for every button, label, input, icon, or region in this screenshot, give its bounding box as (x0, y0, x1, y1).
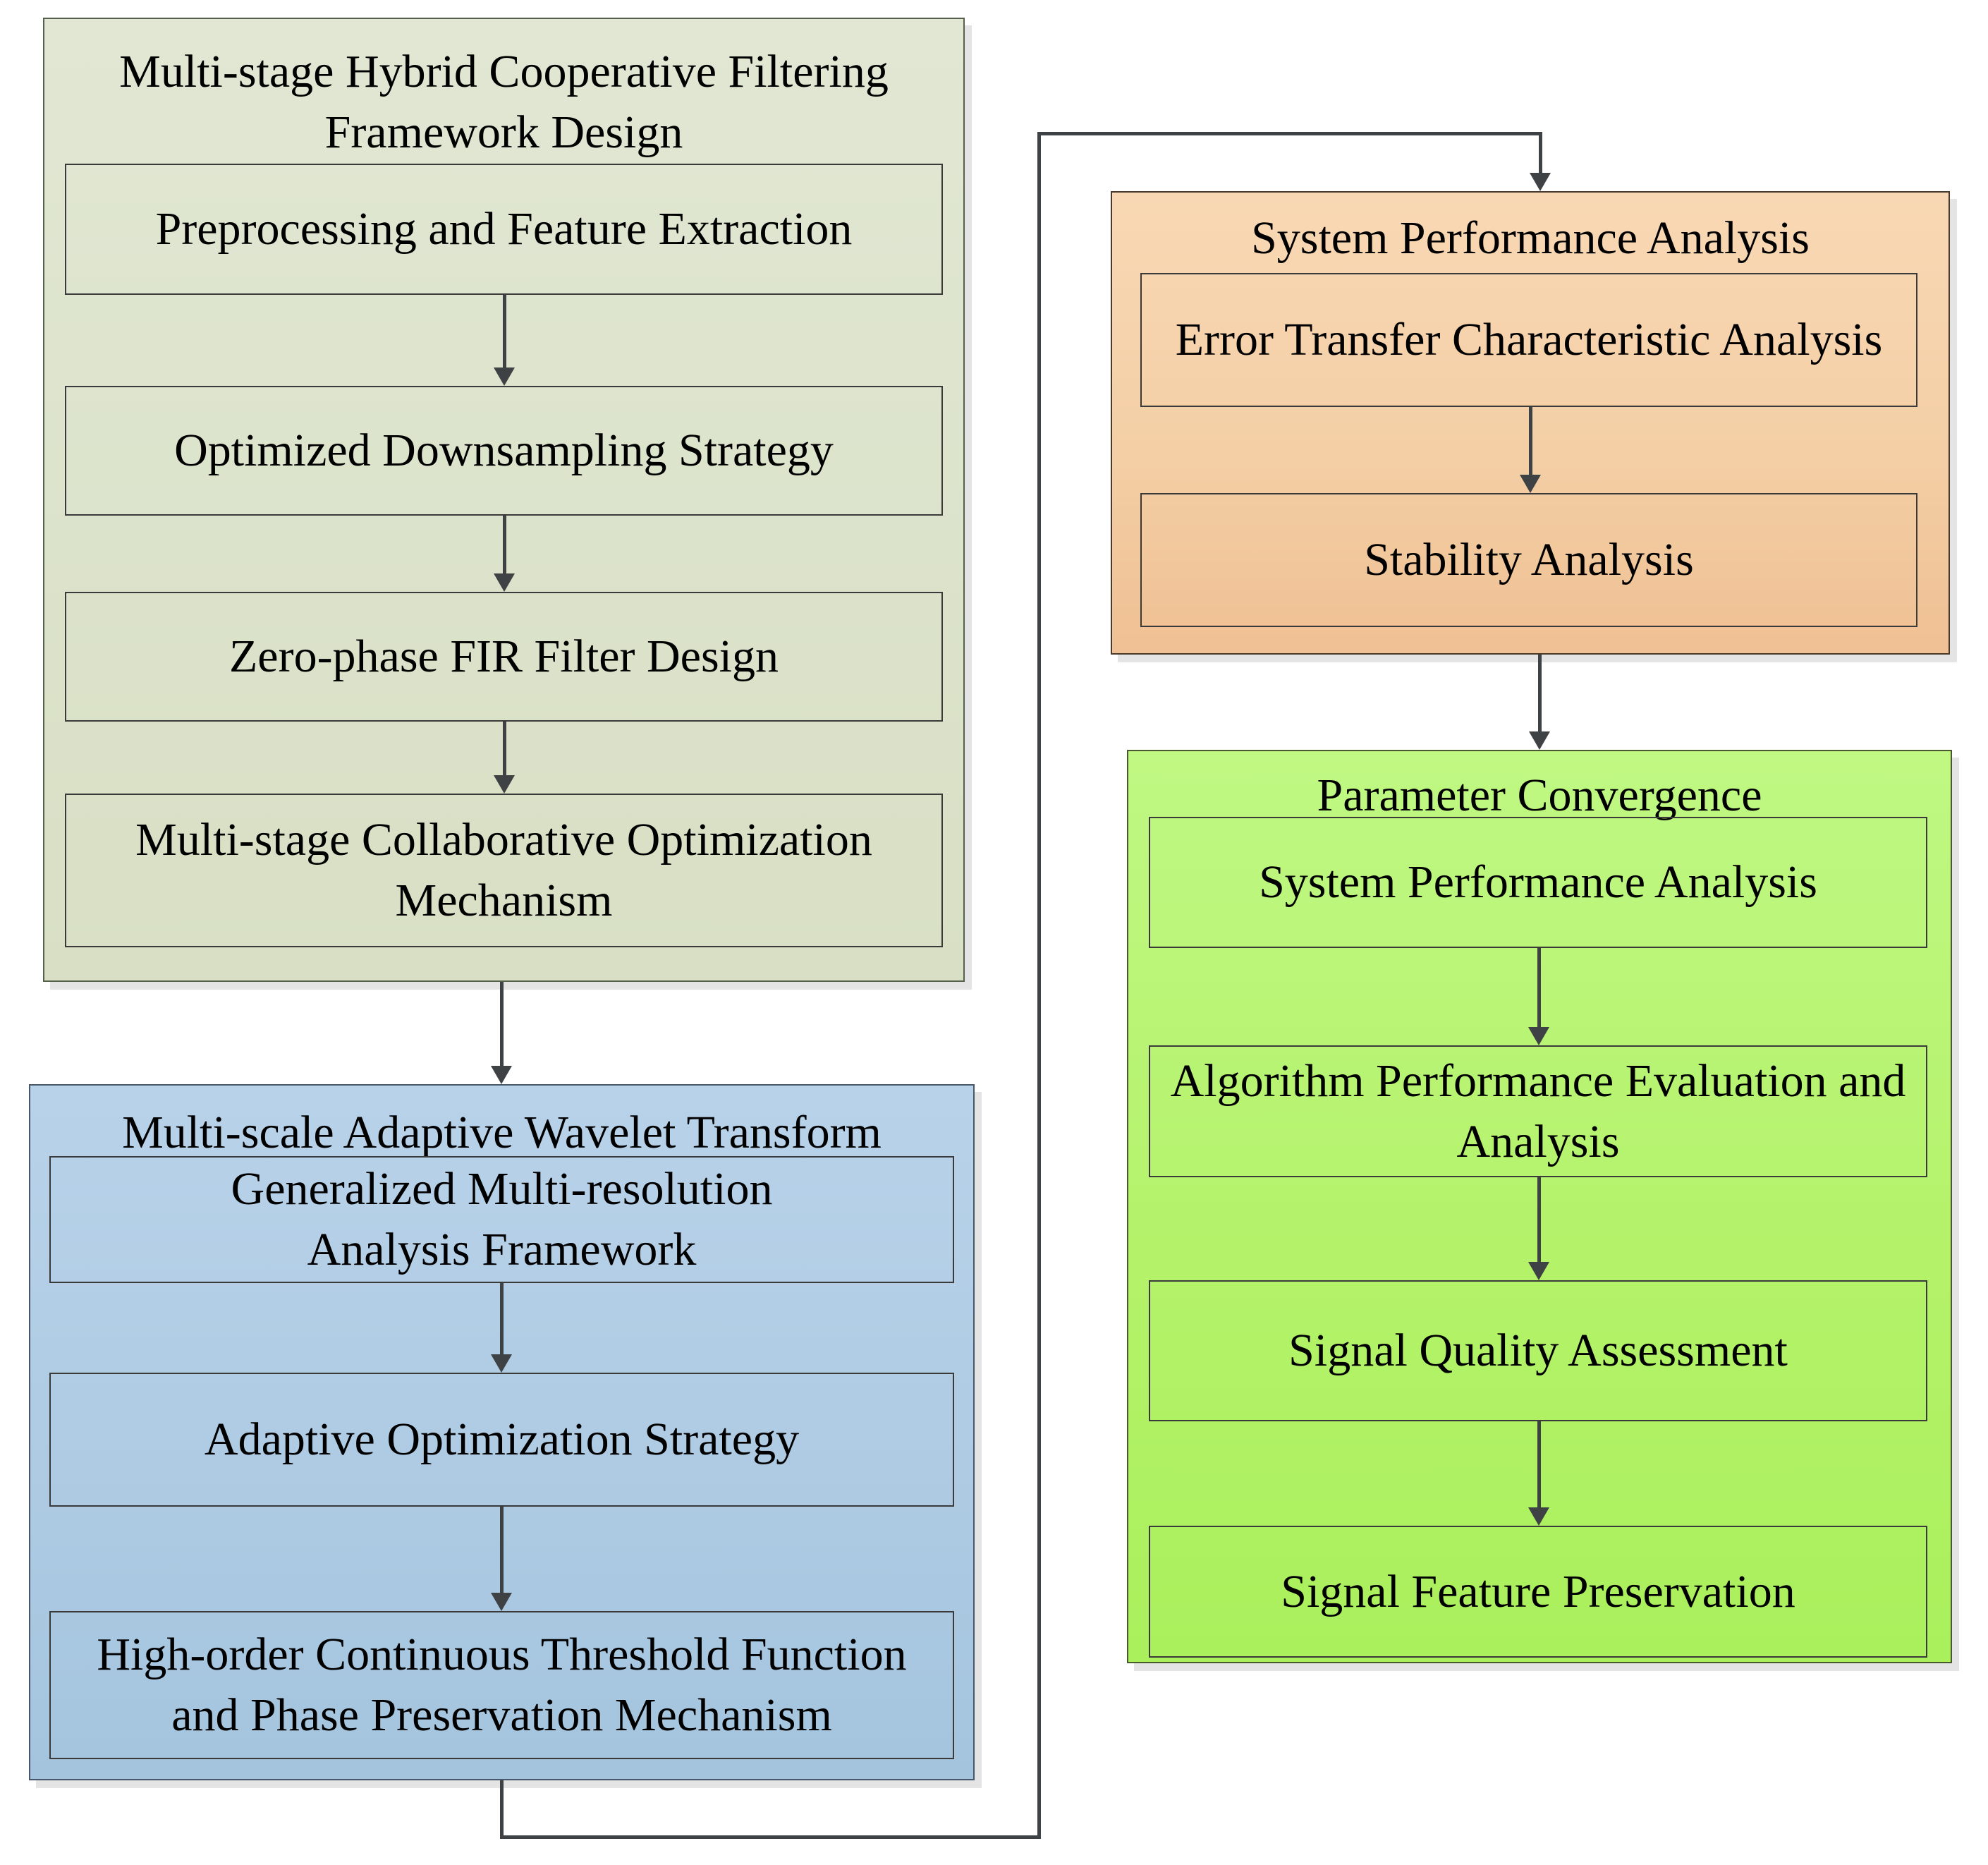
flow-step-threshold-function: High-order Continuous Threshold Function… (49, 1611, 954, 1759)
connector-arrow-filtering-to-wavelet (491, 982, 512, 1084)
step-label-line: System Performance Analysis (1259, 856, 1817, 908)
connector-segment (1037, 132, 1542, 135)
arrow-down-icon (491, 1507, 512, 1611)
step-label-line: Multi-stage Collaborative Optimization (135, 814, 872, 865)
step-label-line: Analysis (1456, 1115, 1620, 1167)
flow-step-adaptive-optimization: Adaptive Optimization Strategy (49, 1373, 954, 1507)
step-label-line: Optimized Downsampling Strategy (174, 425, 834, 476)
block-title: System Performance Analysis (1112, 208, 1949, 269)
arrow-down-icon (1528, 1177, 1549, 1280)
block-title-line: System Performance Analysis (1251, 212, 1810, 264)
connector-arrow-performance-to-convergence (1529, 655, 1550, 750)
step-label-line: Generalized Multi-resolution (231, 1163, 773, 1215)
step-label-line: Zero-phase FIR Filter Design (228, 631, 779, 682)
connector-segment (500, 1835, 1041, 1839)
step-label-line: Preprocessing and Feature Extraction (155, 203, 853, 255)
block-title-line: Multi-scale Adaptive Wavelet Transform (122, 1107, 882, 1158)
flow-step-preprocessing: Preprocessing and Feature Extraction (65, 164, 943, 295)
block-title-line: Parameter Convergence (1317, 770, 1762, 821)
arrow-down-icon (491, 1283, 512, 1373)
arrow-down-icon (1528, 1421, 1549, 1526)
step-label-line: Stability Analysis (1364, 534, 1694, 585)
flow-step-error-transfer: Error Transfer Characteristic Analysis (1140, 273, 1917, 407)
connector-segment (1037, 132, 1041, 1839)
flow-step-multiresolution: Generalized Multi-resolution Analysis Fr… (49, 1156, 954, 1283)
flow-step-collaborative-optimization: Multi-stage Collaborative Optimization M… (65, 794, 943, 947)
block-title: Parameter Convergence (1128, 765, 1951, 826)
connector-arrow-wavelet-to-performance (1530, 132, 1551, 191)
flow-step-system-performance: System Performance Analysis (1149, 817, 1927, 948)
flow-step-fir-filter: Zero-phase FIR Filter Design (65, 592, 943, 722)
step-label-line: Analysis Framework (307, 1224, 697, 1275)
block-wavelet-transform: Multi-scale Adaptive Wavelet Transform G… (29, 1084, 975, 1780)
step-label-line: Signal Feature Preservation (1281, 1565, 1795, 1617)
step-label-line: Mechanism (395, 875, 613, 926)
arrow-down-icon (494, 295, 515, 386)
block-title-line: Framework Design (324, 107, 683, 158)
step-label-line: and Phase Preservation Mechanism (171, 1689, 832, 1741)
arrow-down-icon (1528, 948, 1549, 1045)
step-label-line: Algorithm Performance Evaluation and (1170, 1055, 1906, 1107)
arrow-down-icon (494, 722, 515, 794)
arrow-down-icon (1520, 407, 1541, 493)
flow-step-signal-quality: Signal Quality Assessment (1149, 1280, 1927, 1421)
block-parameter-convergence: Parameter Convergence System Performance… (1127, 750, 1952, 1663)
step-label-line: High-order Continuous Threshold Function (97, 1629, 907, 1680)
step-label-line: Adaptive Optimization Strategy (204, 1414, 800, 1465)
step-label-line: Error Transfer Characteristic Analysis (1175, 314, 1883, 365)
block-filtering-framework: Multi-stage Hybrid Cooperative Filtering… (43, 18, 965, 982)
arrow-down-icon (494, 516, 515, 592)
flow-step-downsampling: Optimized Downsampling Strategy (65, 386, 943, 516)
flow-step-algorithm-evaluation: Algorithm Performance Evaluation and Ana… (1149, 1045, 1927, 1177)
flow-step-stability: Stability Analysis (1140, 493, 1917, 627)
flow-step-feature-preservation: Signal Feature Preservation (1149, 1526, 1927, 1658)
block-title: Multi-scale Adaptive Wavelet Transform (30, 1102, 973, 1163)
block-title: Multi-stage Hybrid Cooperative Filtering… (44, 42, 963, 163)
block-title-line: Multi-stage Hybrid Cooperative Filtering (119, 46, 889, 97)
block-system-performance: System Performance Analysis Error Transf… (1111, 191, 1950, 655)
connector-segment (500, 1780, 504, 1839)
step-label-line: Signal Quality Assessment (1288, 1325, 1788, 1376)
